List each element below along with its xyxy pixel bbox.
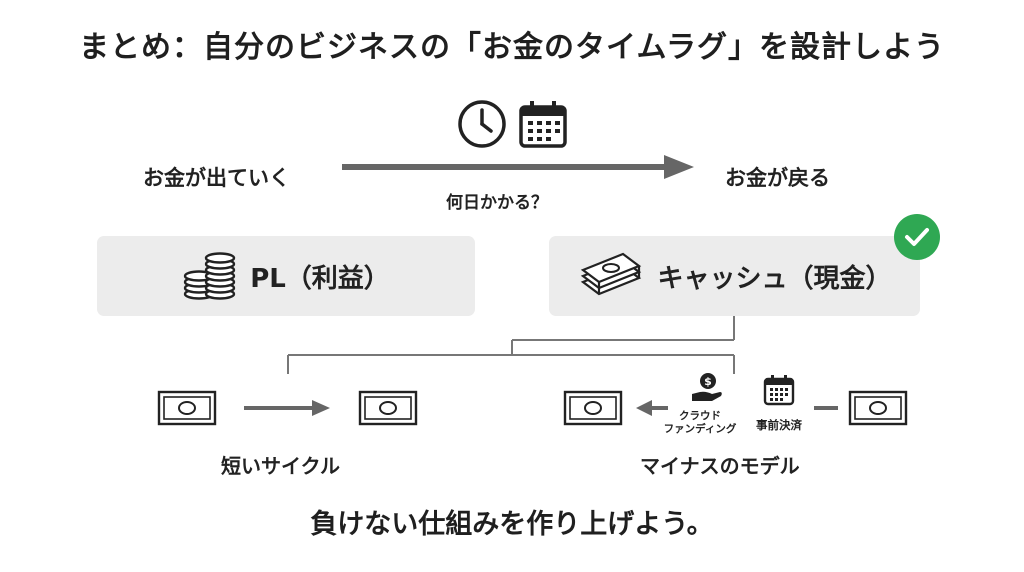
banknote-icon — [358, 390, 418, 426]
check-badge — [894, 214, 940, 260]
clock-icon — [458, 100, 506, 148]
money-back-label: お金が戻る — [725, 166, 830, 190]
prepayment-label: 事前決済 — [756, 418, 802, 432]
page-title: まとめ：自分のビジネスの「お金のタイムラグ」を設計しよう — [79, 30, 945, 65]
crowdfunding-line2: ファンディング — [663, 423, 737, 435]
short-cycle-arrow — [244, 400, 330, 416]
coin-stack-icon — [183, 252, 236, 300]
banknote-icon — [563, 390, 623, 426]
cash-box: キャッシュ（現金） — [549, 236, 920, 316]
banknote-icon — [848, 390, 908, 426]
days-question: 何日かかる？ — [446, 193, 548, 213]
calendar-icon — [519, 101, 567, 148]
hand-coin-icon: $ — [692, 373, 722, 401]
pl-box: PL（利益） — [97, 236, 475, 316]
calendar-icon — [763, 375, 795, 406]
cash-bundle-icon — [581, 252, 642, 296]
pl-label: PL（利益） — [250, 263, 390, 294]
svg-text:$: $ — [704, 375, 712, 388]
timeline-arrow — [342, 155, 694, 179]
cash-label: キャッシュ（現金） — [657, 263, 892, 294]
minus-model-label: マイナスのモデル — [640, 454, 800, 478]
short-cycle-label: 短いサイクル — [221, 454, 340, 478]
dash-line — [814, 406, 838, 410]
minus-model-arrow — [636, 400, 668, 416]
check-icon — [905, 228, 929, 246]
footer-message: 負けない仕組みを作り上げよう。 — [310, 509, 714, 540]
money-out-label: お金が出ていく — [143, 166, 290, 190]
crowdfunding-line1: クラウド — [679, 410, 721, 422]
crowdfunding-label: クラウド ファンディング — [660, 410, 740, 436]
banknote-icon — [157, 390, 217, 426]
